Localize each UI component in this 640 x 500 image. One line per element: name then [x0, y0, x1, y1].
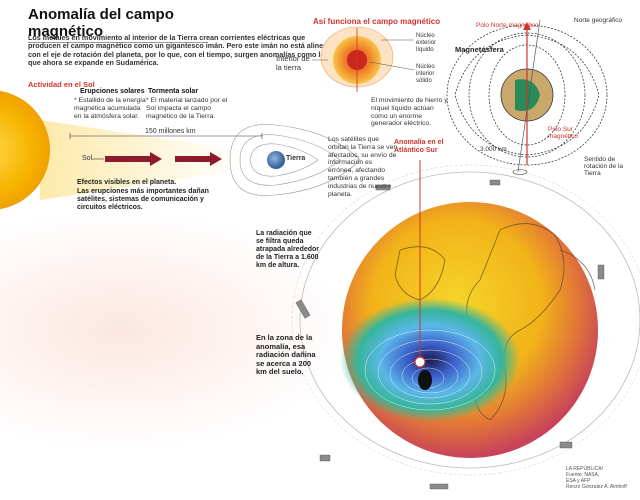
page-title: Anomalía del campo magnético: [28, 6, 208, 43]
radiation-text: La radiación que se filtra queda atrapad…: [256, 230, 320, 269]
anomaly-center: [418, 370, 432, 390]
credit-line1: LA REPÚBLICA/: [566, 466, 603, 472]
core-heading: Así funciona el campo magnético: [313, 17, 441, 26]
credit-line3: ESA y AFP: [566, 478, 591, 484]
magnet-distance-label: 3.000 km: [480, 146, 507, 153]
storm-text: * El material lanzado por el Sol impacta…: [146, 97, 228, 120]
sun-icon: [0, 90, 50, 210]
earth-small-icon: [267, 151, 285, 169]
rotation-label: Sentido de rotación de la Tierra: [584, 156, 624, 177]
inner-core-label: Núcleo interior sólido: [416, 64, 435, 84]
radiation-glow: [0, 210, 350, 450]
earth-label: Tierra: [286, 155, 306, 162]
satellite-orbit: [299, 171, 640, 469]
magnetosphere-label: Magnetósfera: [455, 45, 504, 54]
effects-title: Efectos visibles en el planeta.: [77, 179, 177, 186]
storm-desc: El material lanzado por el Sol impacta e…: [146, 97, 228, 120]
storm-title: Tormenta solar: [148, 88, 199, 95]
credit: LA REPÚBLICA/ Fuente: NASA, ESA y AFP Re…: [566, 466, 636, 490]
core-diagram: [312, 26, 415, 92]
anomaly-marker: [414, 356, 426, 368]
core-text: El movimiento de hierro y níquel líquido…: [371, 97, 448, 128]
distance-label: 150 millones km: [145, 128, 196, 135]
zone-text: En la zona de la anomalía, esa radiación…: [256, 333, 316, 376]
satellite-icons: [295, 179, 605, 490]
sun-label: Sol: [82, 155, 93, 162]
eruptions-text: * Estallido de la energía magnética acum…: [74, 97, 146, 120]
south-magnetic-label: Polo Sur magnético: [548, 126, 578, 140]
satellites-text: Los satélites que orbitan la Tierra se v…: [328, 136, 398, 198]
solar-wind-arrows: [105, 152, 222, 166]
continents: [394, 223, 596, 421]
interior-label: Interior de la tierra: [276, 54, 310, 72]
north-magnetic-label: Polo Norte magnético: [476, 22, 539, 29]
anomaly-field: [340, 298, 520, 422]
credit-line4: Renzo Gonzalez A. Aimhoff: [566, 484, 627, 490]
credit-line2: Fuente: NASA,: [566, 472, 600, 478]
earth-magnetosphere-small: [229, 124, 361, 196]
eruptions-desc: Estallido de la energía magnética acumul…: [74, 97, 146, 120]
anomaly-contours: [364, 329, 496, 411]
anomaly-heading: Anomalía en el Atlántico Sur: [394, 139, 444, 154]
sun-section-heading: Actividad en el Sol: [28, 80, 95, 89]
eruptions-title: Erupciones solares: [80, 88, 145, 95]
outer-core-label: Núcleo exterior líquido: [416, 33, 437, 53]
rotation-axis: [517, 19, 541, 173]
north-geo-label: Norte geográfico: [574, 17, 623, 24]
intro-text: Los metales en movimiento al interior de…: [28, 33, 336, 68]
effects-text: Las erupciones más importantes dañan sat…: [77, 188, 209, 211]
